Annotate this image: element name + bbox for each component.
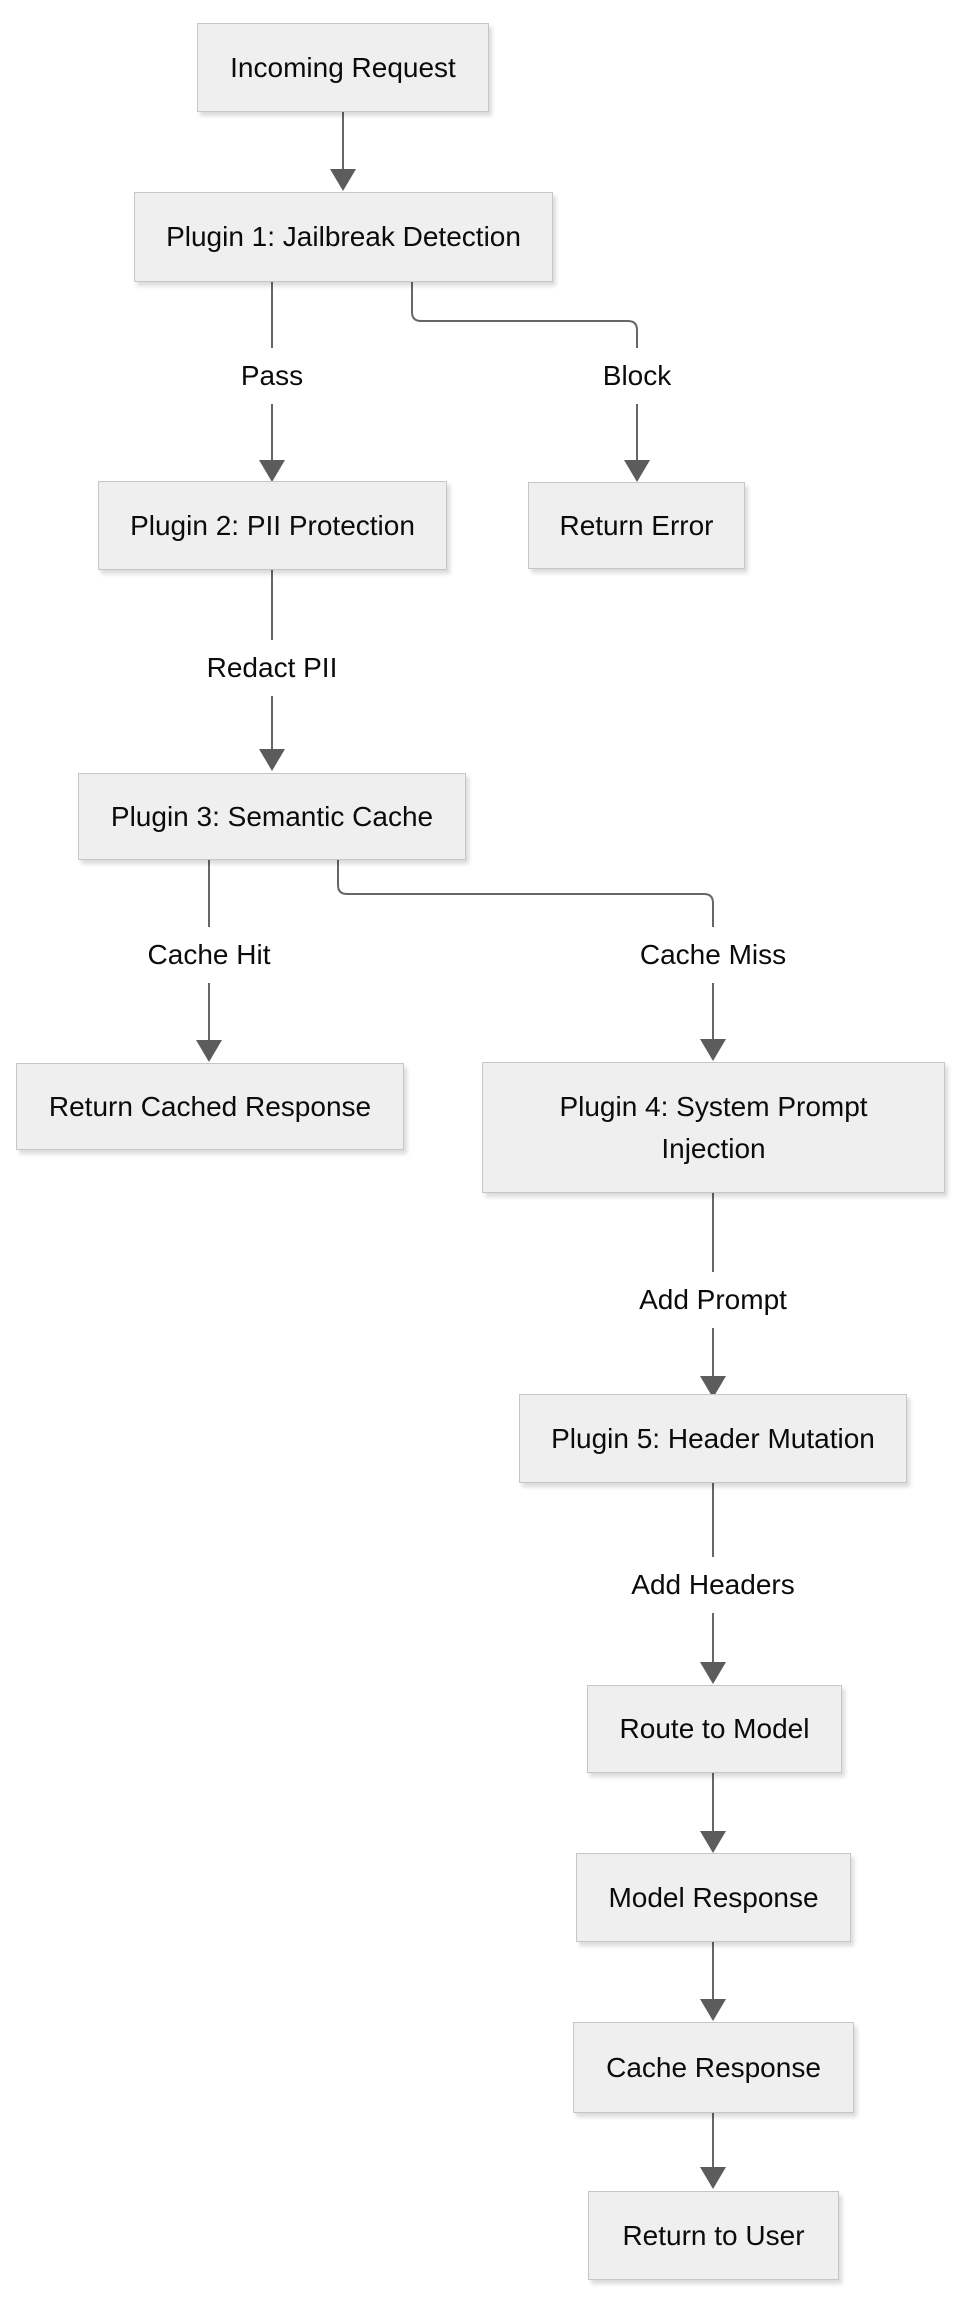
node-plugin-4-system-prompt-injection: Plugin 4: System Prompt Injection — [482, 1062, 945, 1193]
node-plugin-5-header-mutation: Plugin 5: Header Mutation — [519, 1394, 907, 1483]
node-return-to-user: Return to User — [588, 2191, 839, 2280]
arrowhead-return-to-user — [700, 2167, 726, 2189]
arrowhead-cache-response — [700, 1999, 726, 2021]
edge-block-upper — [411, 282, 638, 348]
arrowhead-model-response — [700, 1831, 726, 1853]
edge-label-cache-miss: Cache Miss — [635, 938, 791, 972]
node-cache-response: Cache Response — [573, 2022, 854, 2113]
arrowhead-cache-miss — [700, 1039, 726, 1061]
edge-cache-miss-upper — [337, 860, 714, 927]
node-route-to-model: Route to Model — [587, 1685, 842, 1773]
arrowhead-add-prompt — [700, 1376, 726, 1398]
node-return-error: Return Error — [528, 482, 745, 569]
node-plugin-3-semantic-cache: Plugin 3: Semantic Cache — [78, 773, 466, 860]
node-incoming-request: Incoming Request — [197, 23, 489, 112]
node-return-cached-response: Return Cached Response — [16, 1063, 404, 1150]
arrowhead-redact-pii — [259, 749, 285, 771]
arrowhead-incoming-to-plugin1 — [330, 169, 356, 191]
arrowhead-add-headers — [700, 1662, 726, 1684]
edge-label-add-headers: Add Headers — [627, 1568, 799, 1602]
node-model-response: Model Response — [576, 1853, 851, 1942]
node-plugin-2-pii-protection: Plugin 2: PII Protection — [98, 481, 447, 570]
arrowhead-cache-hit — [196, 1040, 222, 1062]
edge-label-pass: Pass — [236, 359, 308, 393]
edge-label-redact-pii: Redact PII — [202, 651, 342, 685]
edge-label-add-prompt: Add Prompt — [635, 1283, 791, 1317]
edge-label-block: Block — [598, 359, 676, 393]
arrowhead-block — [624, 460, 650, 482]
edge-label-cache-hit: Cache Hit — [143, 938, 275, 972]
arrowhead-pass — [259, 460, 285, 482]
node-plugin-1-jailbreak-detection: Plugin 1: Jailbreak Detection — [134, 192, 553, 282]
